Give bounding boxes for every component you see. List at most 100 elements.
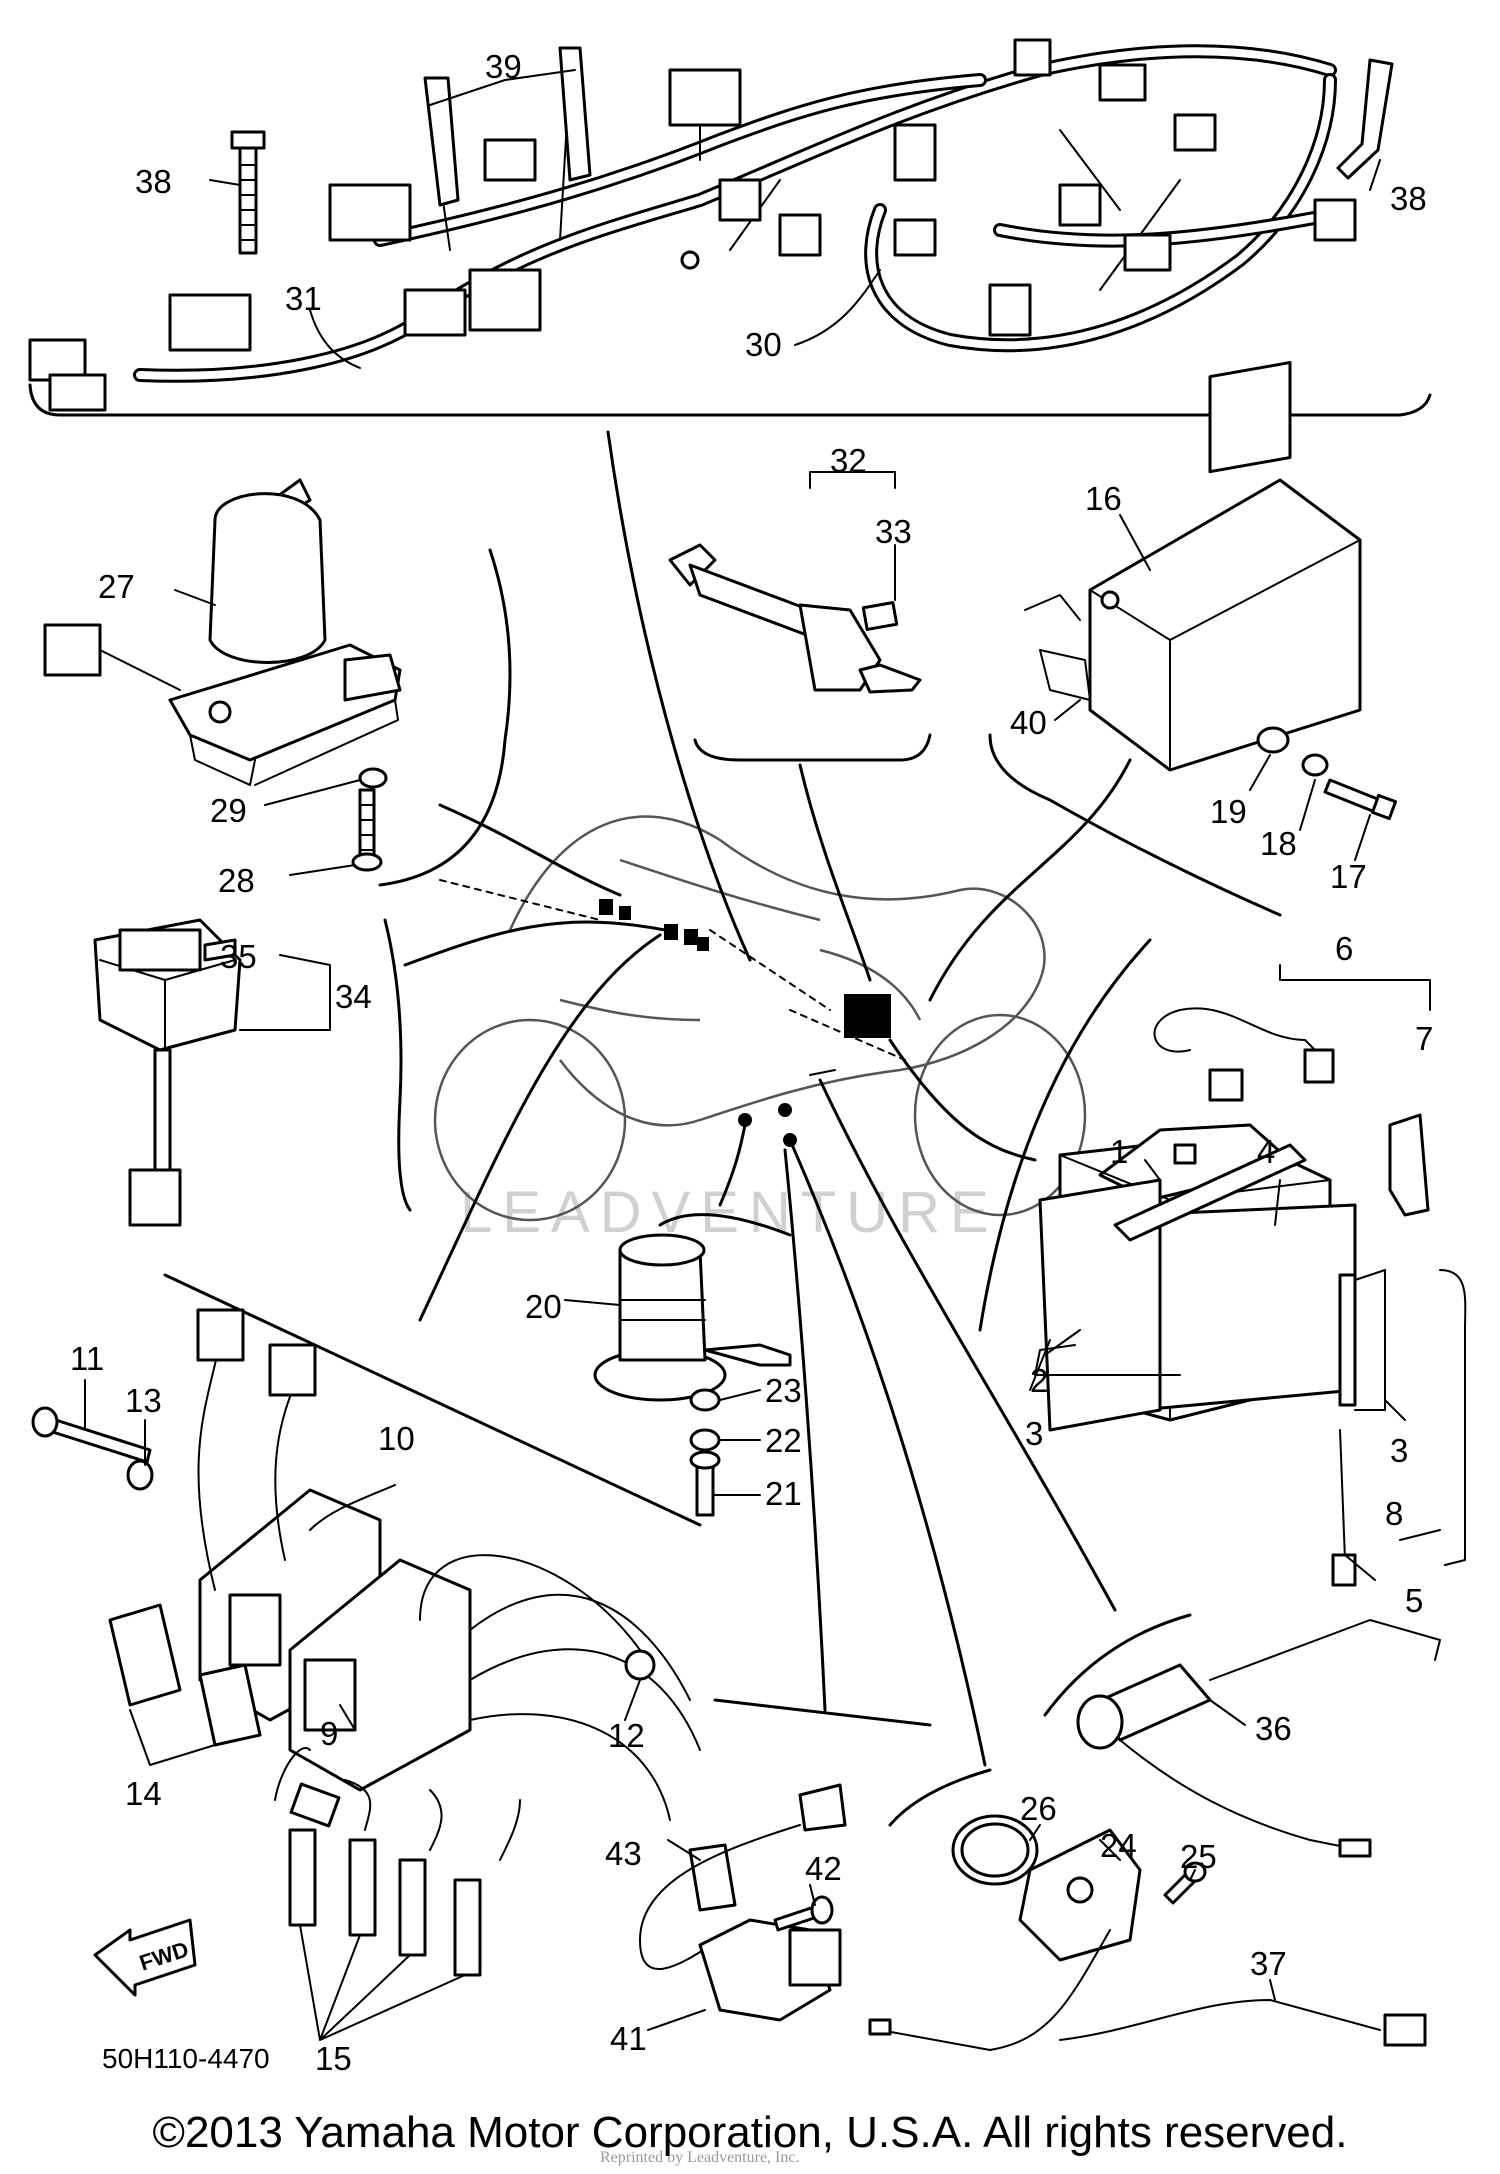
callout-27: 27 [98, 568, 135, 605]
callout-18: 18 [1260, 825, 1297, 862]
section-brackets [163, 548, 1282, 1827]
leader-lines [403, 430, 1132, 1767]
callout-30: 30 [745, 326, 782, 363]
bolt-21 [689, 1450, 721, 1517]
nut-22 [689, 1428, 721, 1452]
callout-40: 40 [1010, 704, 1047, 741]
starter-relay-assembly [93, 918, 242, 1227]
callout-25: 25 [1180, 1838, 1217, 1875]
harness-connector-q [893, 218, 937, 257]
callout-leaders [84, 69, 1441, 2041]
callout-labels: 38 39 38 31 30 32 33 16 40 27 29 28 35 3… [70, 48, 1433, 2077]
main-switch-assembly [43, 478, 402, 786]
harness-connector-k [483, 138, 537, 182]
lead-37 [1059, 1999, 1427, 2047]
callout-32: 32 [830, 442, 867, 479]
callout-9: 9 [320, 1715, 338, 1752]
harness-connector-g [668, 68, 742, 127]
screw-42 [773, 1895, 834, 1932]
harness-connector-d [168, 293, 252, 352]
battery-assembly [1038, 1123, 1386, 1432]
bike-connector-marks [599, 899, 891, 1147]
callout-17: 17 [1330, 858, 1367, 895]
callout-23: 23 [765, 1372, 802, 1409]
callout-24: 24 [1100, 1827, 1137, 1864]
harness-connector-s [1013, 38, 1052, 77]
callout-15: 15 [315, 2040, 352, 2077]
callout-22: 22 [765, 1422, 802, 1459]
motorcycle-outline [433, 815, 1087, 1222]
igniter-unit [1024, 361, 1362, 772]
forward-arrow: FWD [93, 1918, 197, 1997]
harness-connector-o [1123, 233, 1172, 272]
callout-35: 35 [220, 938, 257, 975]
washer-19 [1256, 726, 1290, 754]
callout-11: 11 [70, 1340, 104, 1377]
battery-cable-8 [1439, 1269, 1467, 1566]
callout-37: 37 [1250, 1945, 1287, 1982]
bike-relay-mark [844, 994, 891, 1038]
o-ring-26 [951, 1814, 1039, 1886]
callout-28: 28 [218, 862, 255, 899]
callout-13: 13 [125, 1382, 162, 1419]
callout-2: 2 [1030, 1362, 1048, 1399]
callout-1: 1 [1110, 1133, 1128, 1170]
copyright-notice: ©2013 Yamaha Motor Corporation, U.S.A. A… [152, 2108, 1348, 2157]
sensor-36 [1076, 1619, 1441, 1858]
callout-43: 43 [605, 1835, 642, 1872]
callout-42: 42 [805, 1850, 842, 1887]
callout-14: 14 [125, 1775, 162, 1812]
ignition-coil-assembly [196, 1308, 701, 1821]
callout-38-left: 38 [135, 163, 172, 200]
watermark-text: LEADVENTURE [460, 1180, 999, 1245]
wire-harness-assembly [28, 38, 1357, 412]
harness-section-bracket [28, 383, 1432, 417]
harness-ring-terminal [680, 250, 700, 270]
callout-41: 41 [610, 2020, 647, 2057]
callout-7: 7 [1415, 1020, 1433, 1057]
harness-connector-m [1173, 113, 1217, 152]
callout-38-right: 38 [1390, 180, 1427, 217]
starter-relay-20 [593, 1233, 792, 1402]
battery-band-4 [1113, 1143, 1307, 1242]
harness-connector-i [718, 178, 762, 222]
callout-36: 36 [1255, 1710, 1292, 1747]
callout-21: 21 [765, 1475, 802, 1512]
callout-3-right: 3 [1390, 1432, 1408, 1469]
washer-23 [689, 1388, 721, 1412]
callout-8: 8 [1385, 1495, 1403, 1532]
callout-16: 16 [1085, 480, 1122, 517]
nut-12 [624, 1649, 656, 1681]
terminal-cover-7 [1388, 1113, 1430, 1217]
callout-10: 10 [378, 1420, 415, 1457]
callout-4: 4 [1257, 1133, 1275, 1170]
callout-26: 26 [1020, 1790, 1057, 1827]
harness-connector-b [468, 268, 542, 332]
screw-28 [351, 788, 383, 872]
switch-plate-24 [868, 1828, 1142, 2051]
callout-39: 39 [485, 48, 522, 85]
cable-tie-left [230, 130, 266, 255]
callout-20: 20 [525, 1288, 562, 1325]
harness-connector-c [403, 288, 467, 337]
callout-29: 29 [210, 792, 247, 829]
battery-lead-6 [1153, 1007, 1335, 1102]
callout-19: 19 [1210, 793, 1247, 830]
battery-cable-5 [1331, 1429, 1357, 1587]
callout-5: 5 [1405, 1582, 1423, 1619]
harness-connector-j [778, 213, 822, 257]
watermark: LEADVENTURE Reprinted by Leadventure, In… [460, 1180, 999, 2166]
sensor-assembly-41 [639, 1783, 847, 2022]
harness-connector-a [328, 183, 412, 242]
harness-connector-r [1313, 198, 1357, 242]
callout-34: 34 [335, 978, 372, 1015]
washer-13 [126, 1459, 154, 1491]
fuse-holder-assembly [668, 543, 922, 694]
harness-connector-n [1058, 183, 1102, 227]
bolt-17 [1323, 778, 1398, 821]
callout-31: 31 [285, 280, 322, 317]
dashed-leaders [439, 879, 906, 1061]
spark-plug-caps-15 [274, 1747, 521, 1977]
harness-clamps [423, 46, 592, 207]
